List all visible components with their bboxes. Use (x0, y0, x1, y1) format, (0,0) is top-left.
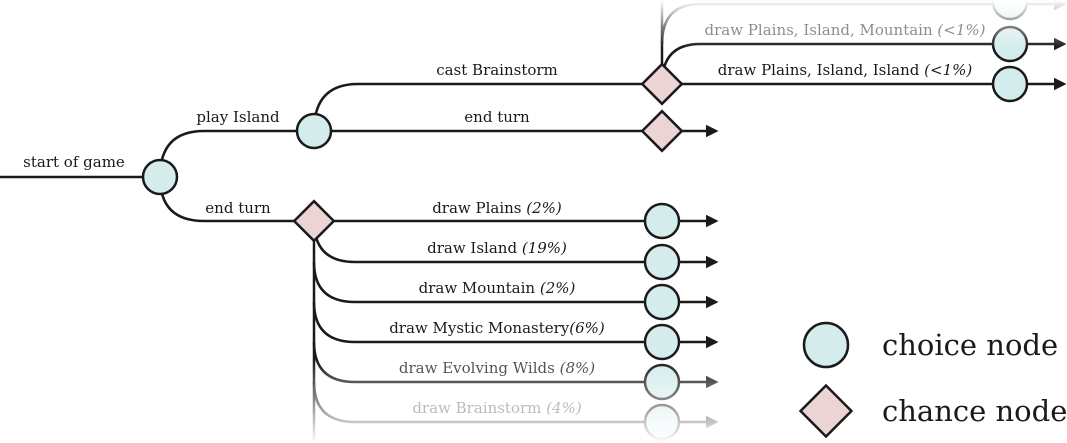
label-draw-island-pct: (19%) (522, 239, 567, 257)
choice-node-draw-mystic (643, 323, 681, 361)
bottom-fade-overlay (300, 360, 740, 443)
top-fade-overlay (655, 0, 1067, 48)
nodes (141, 0, 1029, 441)
edge-root-to-play-island (158, 129, 314, 178)
label-draw-evolving: draw Evolving Wilds (8%) (399, 359, 595, 377)
choice-node-draw-island (643, 243, 681, 281)
choice-node-play-island (295, 112, 333, 150)
label-root-end-turn: end turn (205, 199, 271, 217)
label-draw-mountain-name: draw Mountain (419, 279, 536, 297)
label-draw-mystic: draw Mystic Monastery(6%) (389, 319, 605, 337)
legend: choice node chance node (798, 321, 1067, 439)
label-brainstorm-draw-0: draw Plains, Island, Mountain (<1%) (704, 21, 985, 39)
label-brainstorm-draw-0-name: draw Plains, Island, Mountain (704, 21, 932, 39)
legend-choice-icon (802, 321, 850, 369)
label-draw-plains: draw Plains (2%) (432, 199, 562, 217)
label-brainstorm-draw-0-pct: (<1%) (937, 21, 985, 39)
chance-node-brainstorm (640, 62, 684, 106)
choice-node-draw-plains (643, 202, 681, 240)
label-brainstorm-draw-1-name: draw Plains, Island, Island (718, 61, 920, 79)
legend-chance-icon (798, 383, 854, 439)
chance-node-island-end-turn (640, 109, 684, 153)
label-draw-mystic-pct: (6%) (569, 319, 605, 337)
label-start-of-game: start of game (23, 153, 125, 171)
choice-node-root (141, 158, 179, 196)
edge-draw-mountain (312, 261, 719, 309)
label-draw-mountain-pct: (2%) (540, 279, 576, 297)
choice-node-brainstorm-draw-2 (991, 65, 1029, 103)
label-draw-mountain: draw Mountain (2%) (419, 279, 576, 297)
label-island-end-turn: end turn (464, 108, 530, 126)
chance-node-end-turn (292, 199, 336, 243)
choice-node-draw-mountain (643, 283, 681, 321)
edge-draw-mystic (312, 301, 719, 349)
label-draw-mystic-name: draw Mystic Monastery (389, 319, 570, 337)
label-brainstorm-draw-1-pct: (<1%) (924, 61, 972, 79)
label-play-island: play Island (196, 108, 280, 126)
edge-labels: start of game play Island end turn cast … (23, 21, 985, 417)
label-draw-brainstorm-name: draw Brainstorm (412, 399, 541, 417)
label-brainstorm-draw-1: draw Plains, Island, Island (<1%) (718, 61, 973, 79)
label-cast-brainstorm: cast Brainstorm (436, 61, 558, 79)
label-draw-evolving-pct: (8%) (560, 359, 596, 377)
label-draw-island: draw Island (19%) (427, 239, 567, 257)
label-draw-island-name: draw Island (427, 239, 517, 257)
label-draw-brainstorm: draw Brainstorm (4%) (412, 399, 582, 417)
label-draw-plains-pct: (2%) (526, 199, 562, 217)
legend-chance-label: chance node (882, 394, 1067, 428)
label-draw-plains-name: draw Plains (432, 199, 521, 217)
label-draw-brainstorm-pct: (4%) (546, 399, 582, 417)
legend-choice-label: choice node (882, 328, 1058, 362)
label-draw-evolving-name: draw Evolving Wilds (399, 359, 555, 377)
